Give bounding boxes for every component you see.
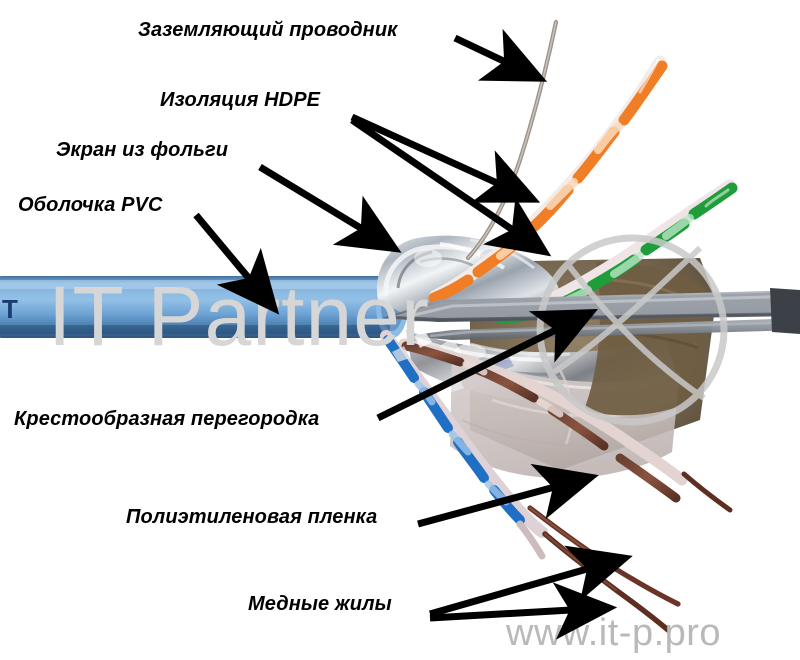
- arrow-cross-separator: [376, 309, 599, 422]
- label-copper-conductors: Медные жилы: [248, 593, 392, 615]
- arrow-pvc-jacket: [193, 212, 280, 315]
- label-polyethylene-film: Полиэтиленовая пленка: [126, 506, 378, 528]
- label-ground-conductor: Заземляющий проводник: [138, 19, 398, 41]
- cross-separator-graphic: [382, 288, 800, 340]
- arrow-hdpe-insulation-1: [350, 113, 541, 203]
- arrow-polyethylene-film: [417, 463, 599, 528]
- label-cross-separator: Крестообразная перегородка: [14, 408, 320, 430]
- jacket-print-mark: T: [2, 294, 18, 324]
- label-foil-shield: Экран из фольги: [56, 139, 229, 161]
- brown-white-pair-graphic: [398, 338, 688, 503]
- arrow-copper-conductors-1: [429, 545, 633, 618]
- arrow-foil-shield: [258, 164, 402, 253]
- label-pvc-jacket: Оболочка PVC: [18, 194, 163, 216]
- arrow-ground-conductor: [453, 28, 548, 82]
- arrow-hdpe-insulation-2: [350, 117, 552, 257]
- label-hdpe-insulation: Изоляция HDPE: [160, 89, 321, 111]
- arrow-copper-conductors-2: [429, 582, 618, 640]
